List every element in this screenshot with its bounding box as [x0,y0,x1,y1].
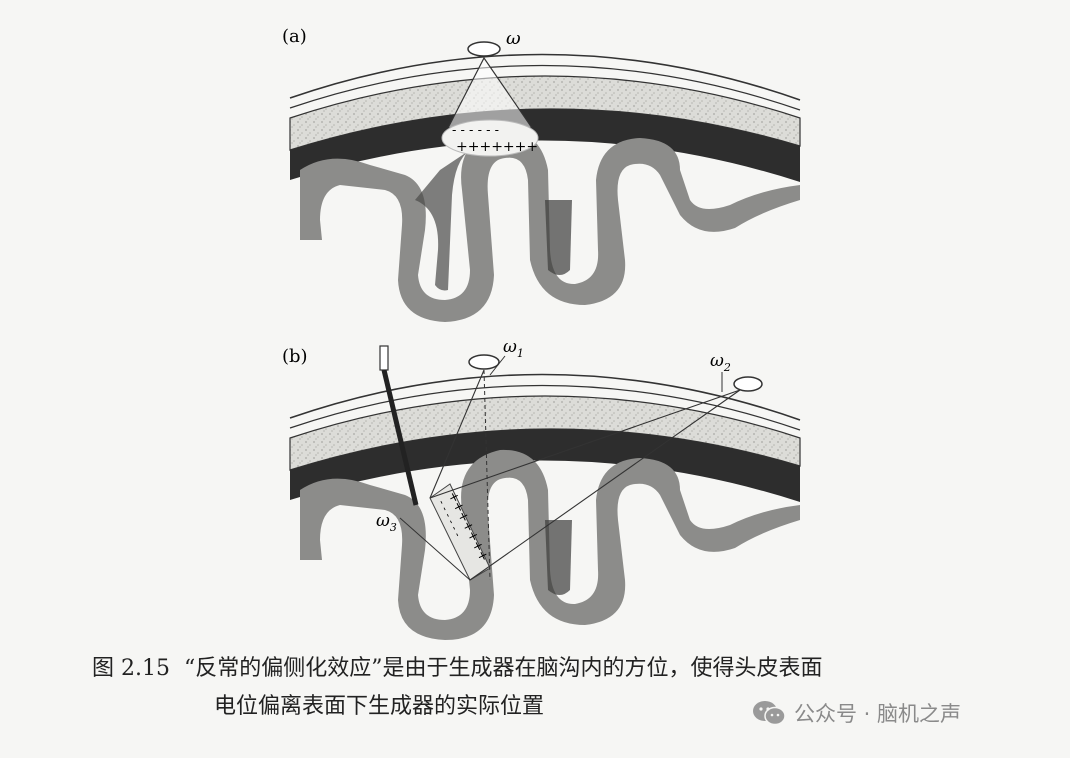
panel-b-ray-2a [429,389,741,499]
panel-b-cortex [300,449,800,640]
panel-a-minus: - - - - - - [452,123,499,138]
panel-b-ray-3 [399,517,471,581]
figure-illustration: (a) ω - - - - - - +++++++ (b) [282,26,801,640]
panel-b-ray-2b [469,389,741,581]
panel-b-ray-1a [429,369,485,499]
panel-b-electrode-1-leader [489,355,506,376]
panel-a-cortex [300,129,800,322]
panel-a-white-matter [415,150,470,291]
panel-b-ray-1b [483,369,491,581]
watermark: 公众号 · 脑机之声 [752,698,961,728]
panel-b-scalp-inner [289,384,801,431]
panel-b: (b) +++++++ - - - - - - ω1 ω2 ω3 [282,337,801,640]
panel-b-csf [290,428,800,502]
panel-b-sulcus-dark [545,520,572,595]
panel-a: (a) ω - - - - - - +++++++ [282,26,801,322]
panel-a-csf [290,108,800,182]
panel-b-probe [381,369,419,506]
caption-line-1: “反常的偏侧化效应”是由于生成器在脑沟内的方位，使得头皮表面 [184,656,823,681]
panel-b-probe-tip [379,345,389,371]
panel-b-electrode-1 [468,354,500,370]
panel-b-electrode-3-label: ω3 [376,511,397,534]
figure-caption: 图 2.15 “反常的偏侧化效应”是由于生成器在脑沟内的方位，使得头皮表面 电位偏… [92,650,1032,726]
panel-a-label: (a) [282,26,307,47]
panel-b-electrode-2-label: ω2 [710,351,731,374]
panel-b-electrode-1-label: ω1 [503,337,524,360]
figure-number: 图 2.15 [92,656,170,681]
panel-a-plus: +++++++ [456,139,538,155]
panel-a-scalp-outer [289,53,801,101]
watermark-text: 公众号 · 脑机之声 [794,702,962,726]
caption-line-2: 电位偏离表面下生成器的实际位置 [214,694,545,719]
panel-a-scalp-inner [289,64,801,111]
panel-b-scalp-outer [289,373,801,421]
panel-b-electrode-2 [733,376,763,392]
panel-a-sulcus-dark [545,200,572,275]
panel-b-label: (b) [282,346,308,367]
panel-a-electrode [467,41,501,57]
wechat-icon [753,701,786,726]
panel-a-generator [441,119,539,157]
panel-a-electrode-label: ω [506,28,521,49]
